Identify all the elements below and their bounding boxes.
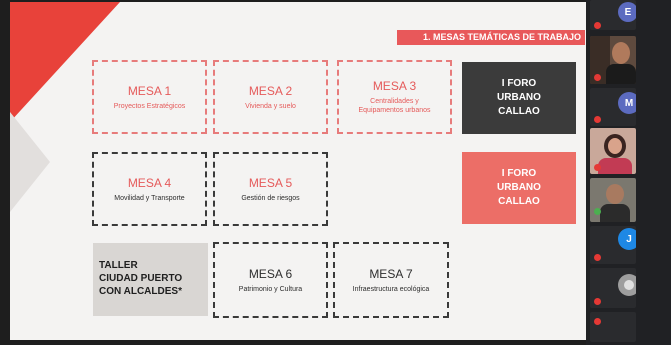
mesa-2-title: MESA 2: [248, 83, 293, 98]
corner-decoration-grey: [10, 112, 50, 212]
participant-tile-5[interactable]: [590, 178, 636, 222]
mesa-2-subtitle: Vivienda y suelo: [245, 102, 296, 110]
forum-red-line3: CALLAO: [498, 196, 540, 207]
taller-line2: CIUDAD PUERTO: [99, 273, 183, 284]
muted-mic-icon: [594, 254, 601, 261]
mesa-3-subtitle-line1: Centralidades y: [370, 98, 419, 105]
participant-1-initial: E: [624, 6, 632, 18]
mesa-4-subtitle: Movilidad y Transporte: [114, 194, 185, 202]
mesa-7-subtitle: Infraestructura ecológica: [352, 285, 430, 293]
forum-dark-line1: I FORO: [501, 78, 537, 89]
mesa-3-title: MESA 3: [372, 79, 417, 93]
taller-line1: TALLER: [99, 260, 138, 271]
mesa-1-card: MESA 1 Proyectos Estratégicos: [92, 60, 207, 134]
mesa-7-card: MESA 7 Infraestructura ecológica: [333, 242, 449, 318]
participant-6-initial: J: [626, 233, 632, 245]
forum-card-red: I FORO URBANO CALLAO: [462, 152, 576, 224]
mesa-6-title: MESA 6: [248, 266, 293, 281]
participant-2-shoulders: [606, 64, 636, 84]
mesa-3-subtitle: Centralidades y Equipamentos urbanos: [359, 97, 431, 115]
mesa-1-subtitle: Proyectos Estratégicos: [113, 102, 186, 110]
participant-5-video: [606, 184, 624, 204]
participant-1-avatar: E: [618, 2, 636, 22]
video-background: [590, 36, 610, 84]
mesa-2-card: MESA 2 Vivienda y suelo: [213, 60, 328, 134]
muted-mic-icon: [594, 164, 601, 171]
mesa-6-subtitle: Patrimonio y Cultura: [238, 285, 303, 293]
participant-4-shoulders: [598, 158, 632, 174]
muted-mic-icon: [594, 116, 601, 123]
corner-decoration-red: [10, 2, 120, 122]
taller-line3: CON ALCALDES*: [99, 286, 182, 297]
participant-tile-4[interactable]: [590, 128, 636, 174]
participant-tile-3[interactable]: M: [590, 88, 636, 126]
participant-tile-1[interactable]: E: [590, 0, 636, 30]
participant-tile-8[interactable]: [590, 312, 636, 342]
participant-tile-7[interactable]: [590, 268, 636, 308]
muted-mic-icon: [594, 318, 601, 325]
participant-3-avatar: M: [618, 92, 636, 114]
mesa-5-title: MESA 5: [248, 175, 293, 190]
mesa-4-title: MESA 4: [127, 175, 172, 190]
participant-tile-2[interactable]: [590, 36, 636, 84]
participant-tile-6[interactable]: J: [590, 226, 636, 264]
participant-7-photo: [624, 280, 634, 290]
slide-title: 1. MESAS TEMÁTICAS DE TRABAJO: [397, 30, 585, 45]
mesa-4-card: MESA 4 Movilidad y Transporte: [92, 152, 207, 226]
participant-2-video: [612, 42, 630, 64]
mesa-5-card: MESA 5 Gestión de riesgos: [213, 152, 328, 226]
mesa-1-title: MESA 1: [127, 83, 172, 98]
forum-red-line1: I FORO: [501, 168, 537, 179]
speaking-indicator-icon: [594, 208, 601, 215]
taller-card: TALLER CIUDAD PUERTO CON ALCALDES*: [93, 243, 208, 316]
mesa-3-card: MESA 3 Centralidades y Equipamentos urba…: [337, 60, 452, 134]
muted-mic-icon: [594, 74, 601, 81]
mesa-6-card: MESA 6 Patrimonio y Cultura: [213, 242, 328, 318]
mesa-5-subtitle: Gestión de riesgos: [241, 194, 300, 202]
mesa-3-subtitle-line2: Equipamentos urbanos: [358, 107, 431, 114]
mesa-7-title: MESA 7: [369, 266, 413, 281]
presentation-slide: 1. MESAS TEMÁTICAS DE TRABAJO MESA 1 Pro…: [10, 2, 586, 340]
participant-5-shoulders: [600, 204, 630, 222]
participant-3-initial: M: [624, 97, 634, 109]
forum-dark-line2: URBANO: [497, 92, 541, 103]
participant-4-video: [604, 134, 626, 158]
forum-card-dark: I FORO URBANO CALLAO: [462, 62, 576, 134]
forum-red-line2: URBANO: [497, 182, 541, 193]
forum-dark-line3: CALLAO: [498, 106, 540, 117]
participant-6-avatar: J: [618, 228, 636, 250]
muted-mic-icon: [594, 298, 601, 305]
muted-mic-icon: [594, 22, 601, 29]
participant-7-photo-avatar: [618, 274, 636, 296]
